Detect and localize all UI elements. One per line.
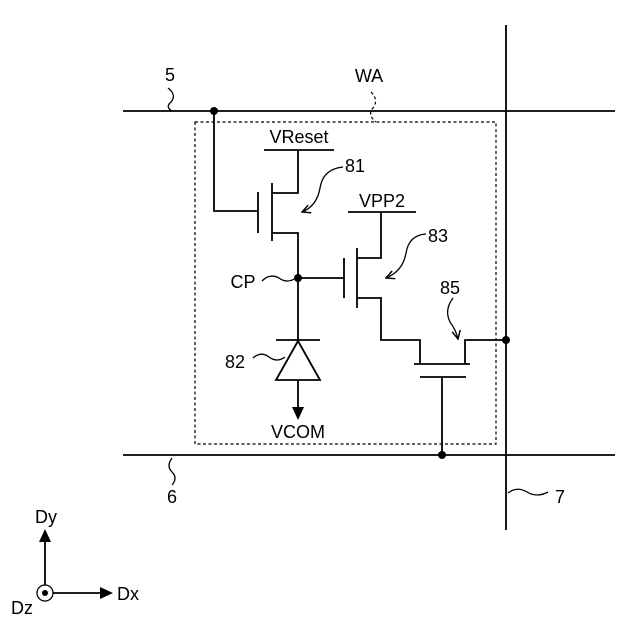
label-6: 6 <box>167 487 177 507</box>
label-cp: CP <box>230 272 255 292</box>
leader-cp <box>262 276 296 281</box>
leader-arrow-83 <box>386 234 426 278</box>
leader-7 <box>508 489 548 495</box>
dy-arrow-icon <box>39 529 51 542</box>
junction-dot-line-7 <box>502 336 510 344</box>
label-7: 7 <box>555 487 565 507</box>
leader-arrow-85 <box>448 298 458 339</box>
dz-dot-icon <box>42 590 48 596</box>
label-dx: Dx <box>117 584 139 604</box>
label-dz: Dz <box>11 598 33 618</box>
label-81: 81 <box>345 156 365 176</box>
drain-wire-83 <box>357 212 381 258</box>
drain-wire-85 <box>465 340 506 364</box>
label-82: 82 <box>225 352 245 372</box>
label-wa: WA <box>355 66 383 86</box>
vcom-arrow-icon <box>292 407 304 420</box>
label-vpp2: VPP2 <box>359 191 405 211</box>
label-dy: Dy <box>35 507 57 527</box>
label-85: 85 <box>440 278 460 298</box>
leader-82 <box>253 354 285 360</box>
leader-arrow-81 <box>302 167 343 212</box>
dx-arrow-icon <box>100 587 113 599</box>
leader-wa <box>371 92 376 122</box>
diode-triangle <box>276 341 320 380</box>
gate-wire-81 <box>214 111 258 211</box>
source-wire-83 <box>357 298 420 364</box>
label-vreset: VReset <box>269 127 328 147</box>
leader-5 <box>168 88 173 111</box>
label-83: 83 <box>428 226 448 246</box>
label-5: 5 <box>165 65 175 85</box>
drain-wire-81 <box>272 150 298 193</box>
source-wire-81 <box>272 233 298 278</box>
leader-6 <box>169 458 175 485</box>
junction-dot-line-6 <box>438 451 446 459</box>
label-vcom: VCOM <box>271 422 325 442</box>
